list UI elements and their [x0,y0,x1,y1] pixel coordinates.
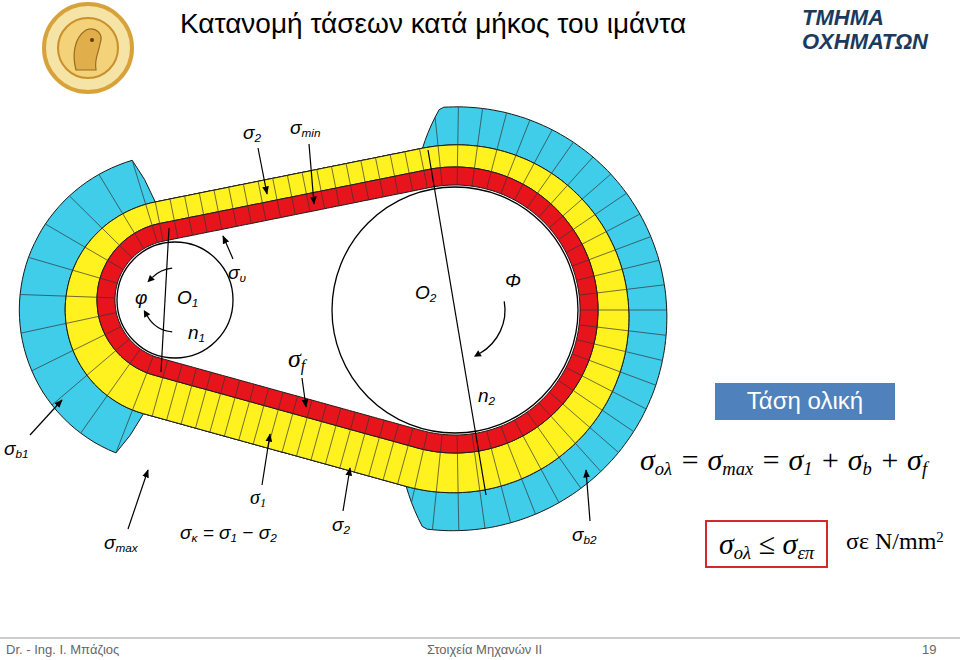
subscript: 2 [254,131,261,144]
subscript: max [722,458,753,479]
pulley-symbol: O1 [177,287,198,309]
subscript: b [863,458,872,479]
subscript: 1 [230,531,237,544]
center-lines [161,150,486,495]
stress-label: συ [228,262,246,284]
stress-label: σb1 [4,438,29,460]
footer-text: Dr. - Ing. I. Μπάζιος [6,643,119,658]
pulley-symbol: n1 [188,322,205,344]
stress-label: σmin [290,117,320,139]
box-text: Τάση ολική [727,387,883,416]
subscript: 1 [803,458,812,479]
superscript: 2 [936,529,943,545]
pulley-circle [332,187,578,433]
stress-label: σmax [104,532,138,554]
subscript: f [922,458,927,479]
stress-label: σκ = σ1 − σ2 [180,522,277,544]
pulley-symbol: φ [135,287,147,309]
arrowhead [147,275,154,282]
rotation-arrow [147,316,172,332]
arrowhead [474,350,482,357]
logo [44,4,132,92]
pulley-outline [115,240,235,360]
rotation-arrow [152,268,172,277]
page-number: 19 [922,643,936,658]
footer-text: Στοιχεία Μηχανών ΙΙ [427,643,542,658]
subscript: 2 [430,291,437,304]
subscript: 1 [199,331,206,344]
stress-label: σb2 [572,524,597,546]
tension-stress-band [65,145,629,493]
pulley-symbol: n2 [478,385,495,407]
subscript: ολ [734,542,751,563]
large-pulley: O2 Φn2 [330,185,580,435]
stress-label: σf [288,344,305,374]
belt [19,107,667,531]
band-hatching [20,107,667,531]
formula: σολ = σmax = σ1 + σb + σf [640,443,927,478]
department-name: ΤΜΗΜΑ ΟΧΗΜΑΤΩΝ [802,6,954,54]
subscript: κ [191,531,197,544]
bending-stress-band [19,107,667,531]
subscript: b2 [583,533,596,546]
leader-lines [30,144,590,529]
stress-label: σ1 [250,486,266,509]
subscript: επ [797,542,814,563]
box-text: σολ ≤ σεπ [719,526,814,562]
subscript: f [301,357,305,374]
condition-box: σολ ≤ σεπ [705,520,828,568]
subscript: 2 [270,531,277,544]
pulley-circle [117,242,233,358]
unit-note: σε N/mm2 [846,528,944,556]
subscript: 2 [489,394,496,407]
subscript: max [115,541,137,554]
footer-rule [0,638,960,639]
small-pulley: φ O1 n1 [115,240,235,360]
pulley-outline [330,185,580,435]
heading-box: Τάση ολική [715,383,895,420]
stress-label: σ2 [243,122,261,144]
subscript: b1 [15,447,28,460]
arrowhead [144,310,151,318]
pulley-symbol: Φ [505,270,521,292]
subscript: 2 [343,523,350,536]
pulley-symbol: O2 [415,282,436,304]
slide-title: Κατανομή τάσεων κατά μήκος του ιμάντα [180,8,686,40]
subscript: 1 [192,296,199,309]
subscript: υ [239,271,245,284]
subscript: 1 [260,496,266,510]
stress-label: σ2 [332,514,350,536]
subscript: min [301,126,320,139]
subscript: ολ [655,458,672,479]
rotation-arrow [480,301,505,353]
